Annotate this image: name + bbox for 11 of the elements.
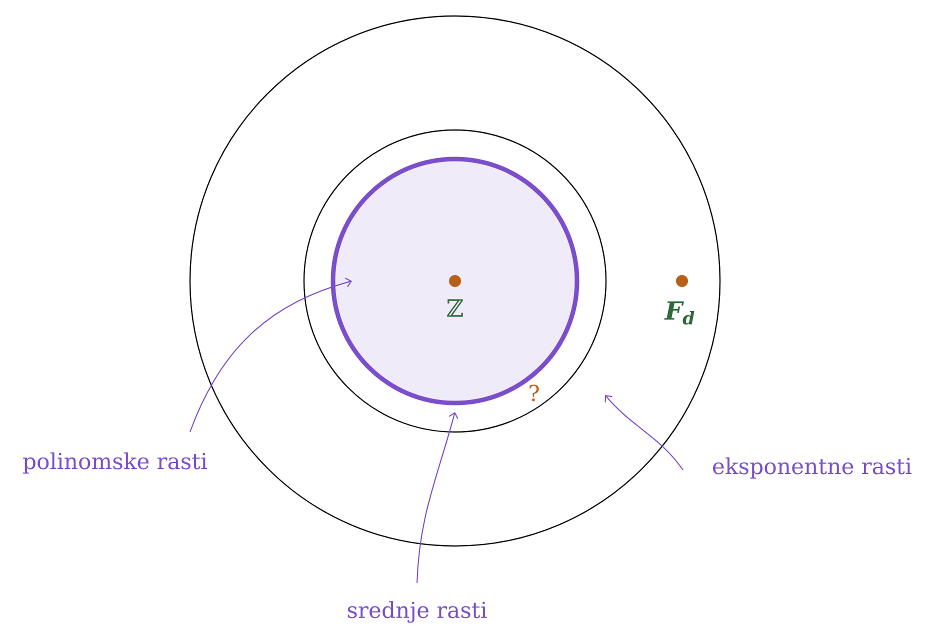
point-label: F$_{d}$: [664, 301, 694, 325]
region-label: eksponentne rasti: [713, 457, 912, 479]
point-label: ℤ: [447, 299, 463, 317]
circle: [330, 156, 580, 406]
question-mark: ?: [530, 384, 539, 402]
region-label: polinomske rasti: [23, 452, 208, 474]
leader-arrow: [190, 278, 352, 432]
leader-arrow: [604, 394, 684, 470]
region-label: srednje rasti: [348, 601, 487, 623]
leader-arrow: [416, 412, 458, 584]
circle: [303, 129, 607, 433]
